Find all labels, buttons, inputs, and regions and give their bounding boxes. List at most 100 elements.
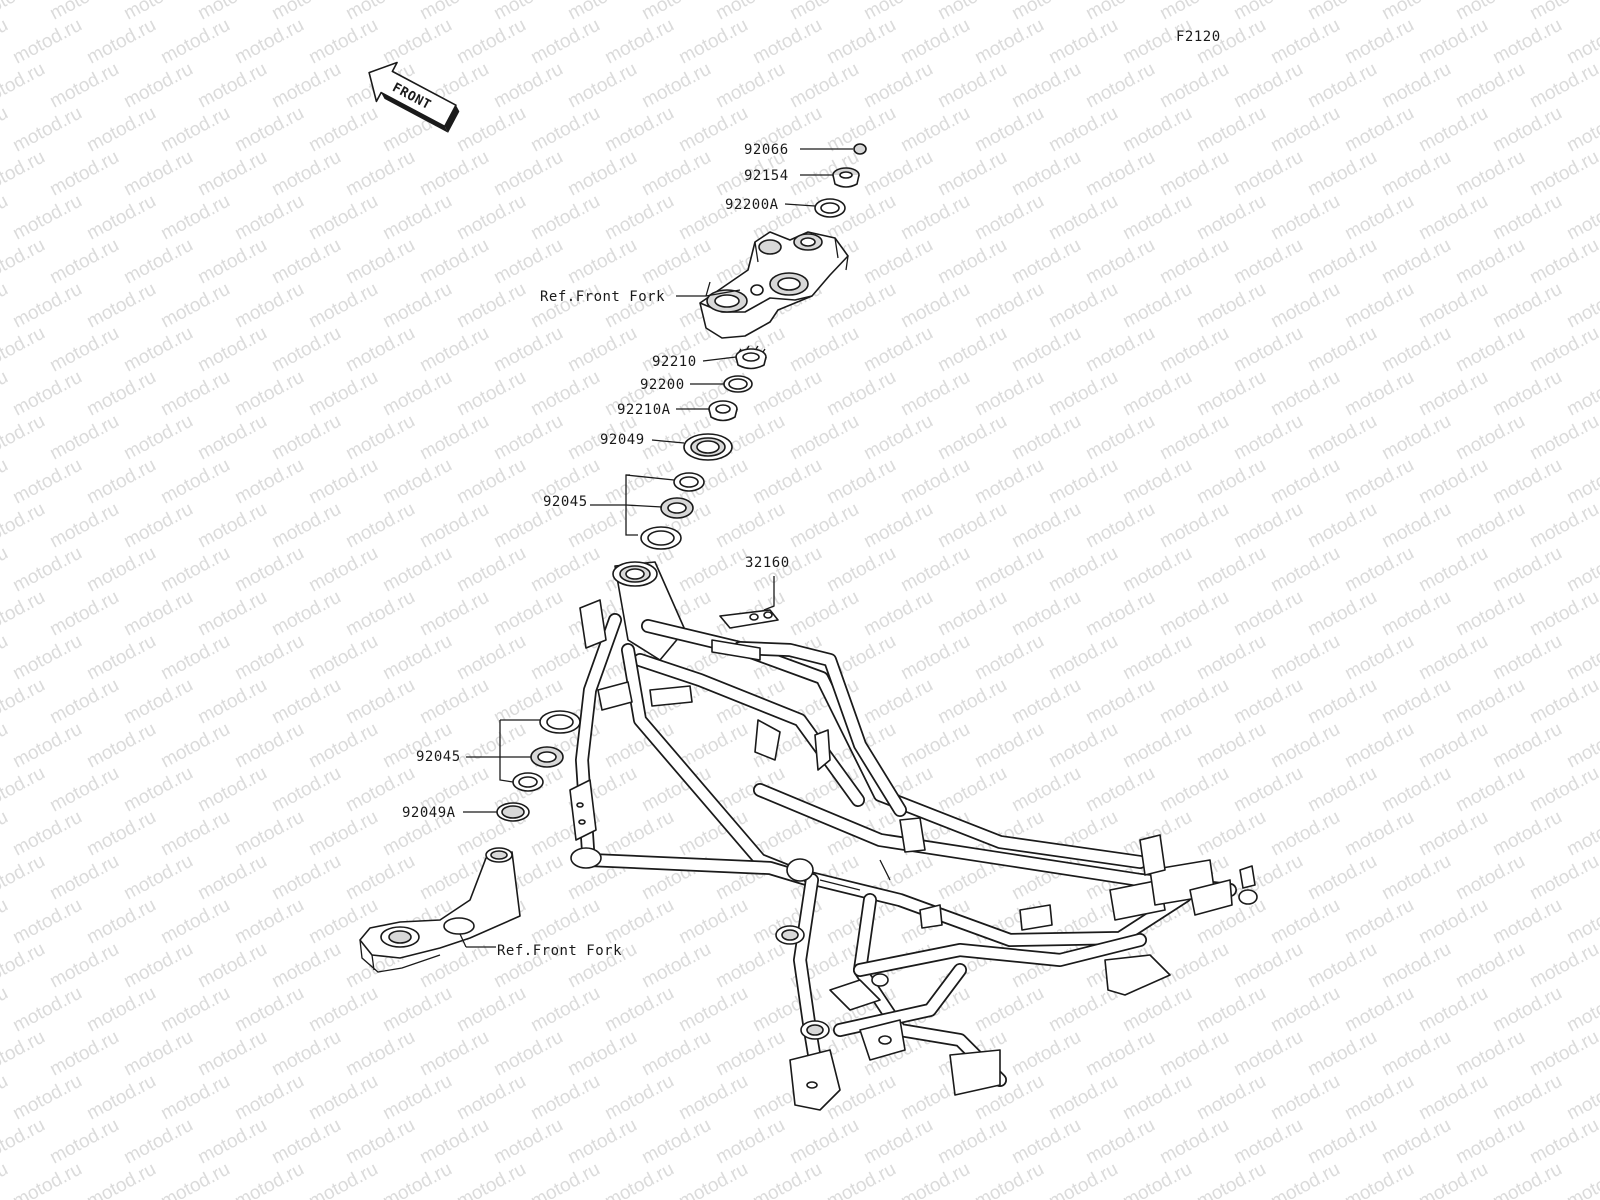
watermark-text: motod.ru [897, 631, 973, 685]
watermark-text: motod.ru [9, 279, 85, 333]
watermark-text: motod.ru [46, 323, 122, 377]
watermark-text: motod.ru [712, 499, 788, 553]
watermark-text: motod.ru [0, 895, 12, 949]
watermark-text: motod.ru [1119, 1159, 1195, 1200]
watermark-text: motod.ru [0, 807, 12, 861]
watermark-text: motod.ru [1193, 543, 1269, 597]
watermark-text: motod.ru [749, 15, 825, 69]
watermark-text: motod.ru [1304, 499, 1380, 553]
watermark-text: motod.ru [1267, 807, 1343, 861]
label-92049: 92049 [600, 432, 645, 448]
watermark-text: motod.ru [453, 455, 529, 509]
watermark-text: motod.ru [934, 499, 1010, 553]
watermark-text: motod.ru [305, 983, 381, 1037]
watermark-text: motod.ru [1563, 807, 1600, 861]
watermark-text: motod.ru [638, 59, 714, 113]
watermark-text: motod.ru [0, 0, 49, 24]
watermark-text: motod.ru [157, 191, 233, 245]
watermark-text: motod.ru [120, 587, 196, 641]
watermark-text: motod.ru [157, 103, 233, 157]
watermark-text: motod.ru [1563, 1071, 1600, 1125]
watermark-text: motod.ru [120, 851, 196, 905]
watermark-text: motod.ru [231, 103, 307, 157]
watermark-text: motod.ru [1119, 191, 1195, 245]
watermark-text: motod.ru [1267, 15, 1343, 69]
watermark-text: motod.ru [231, 719, 307, 773]
watermark-text: motod.ru [157, 367, 233, 421]
watermark-text: motod.ru [1341, 719, 1417, 773]
watermark-text: motod.ru [453, 631, 529, 685]
watermark-text: motod.ru [379, 367, 455, 421]
watermark-text: motod.ru [194, 1027, 270, 1081]
watermark-text: motod.ru [1193, 631, 1269, 685]
watermark-text: motod.ru [1304, 147, 1380, 201]
watermark-text: motod.ru [1230, 1115, 1306, 1169]
watermark-text: motod.ru [1008, 147, 1084, 201]
watermark-text: motod.ru [342, 1027, 418, 1081]
watermark-text: motod.ru [971, 279, 1047, 333]
watermark-text: motod.ru [1526, 675, 1600, 729]
label-92200: 92200 [640, 377, 685, 393]
watermark-text: motod.ru [0, 15, 12, 69]
watermark-text: motod.ru [786, 499, 862, 553]
watermark-text: motod.ru [1008, 59, 1084, 113]
watermark-text: motod.ru [1341, 191, 1417, 245]
watermark-text: motod.ru [823, 543, 899, 597]
watermark-text: motod.ru [0, 499, 49, 553]
watermark-text: motod.ru [1230, 939, 1306, 993]
watermark-text: motod.ru [1082, 59, 1158, 113]
watermark-text: motod.ru [971, 103, 1047, 157]
watermark-text: motod.ru [379, 1159, 455, 1200]
watermark-text: motod.ru [601, 279, 677, 333]
watermark-text: motod.ru [1489, 719, 1565, 773]
watermark-text: motod.ru [860, 499, 936, 553]
watermark-text: motod.ru [675, 15, 751, 69]
watermark-text: motod.ru [786, 323, 862, 377]
watermark-text: motod.ru [1378, 939, 1454, 993]
watermark-text: motod.ru [897, 455, 973, 509]
watermark-text: motod.ru [1415, 631, 1491, 685]
watermark-text: motod.ru [268, 587, 344, 641]
watermark-text: motod.ru [1045, 103, 1121, 157]
watermark-text: motod.ru [379, 279, 455, 333]
watermark-text: motod.ru [527, 279, 603, 333]
watermark-text: motod.ru [1082, 235, 1158, 289]
watermark-text: motod.ru [342, 147, 418, 201]
watermark-text: motod.ru [120, 499, 196, 553]
watermark-text: motod.ru [305, 367, 381, 421]
watermark-text: motod.ru [1008, 0, 1084, 24]
watermark-text: motod.ru [823, 15, 899, 69]
watermark-text: motod.ru [1341, 631, 1417, 685]
watermark-text: motod.ru [416, 323, 492, 377]
watermark-text: motod.ru [786, 411, 862, 465]
watermark-text: motod.ru [1489, 367, 1565, 421]
watermark-text: motod.ru [1193, 103, 1269, 157]
watermark-text: motod.ru [120, 0, 196, 24]
watermark-text: motod.ru [823, 1159, 899, 1200]
watermark-text: motod.ru [9, 1071, 85, 1125]
watermark-text: motod.ru [194, 235, 270, 289]
watermark-text: motod.ru [194, 323, 270, 377]
watermark-text: motod.ru [971, 367, 1047, 421]
watermark-text: motod.ru [0, 763, 49, 817]
watermark-text: motod.ru [490, 323, 566, 377]
watermark-text: motod.ru [1193, 191, 1269, 245]
watermark-text: motod.ru [1045, 543, 1121, 597]
watermark-text: motod.ru [1378, 323, 1454, 377]
watermark-text: motod.ru [1526, 235, 1600, 289]
watermark-text: motod.ru [601, 983, 677, 1037]
watermark-text: motod.ru [1415, 367, 1491, 421]
watermark-text: motod.ru [120, 1115, 196, 1169]
watermark-text: motod.ru [416, 1027, 492, 1081]
watermark-text: motod.ru [1304, 1027, 1380, 1081]
watermark-text: motod.ru [564, 0, 640, 24]
watermark-text: motod.ru [1563, 631, 1600, 685]
watermark-text: motod.ru [83, 455, 159, 509]
watermark-text: motod.ru [1267, 1159, 1343, 1200]
watermark-text: motod.ru [1452, 675, 1528, 729]
watermark-text: motod.ru [83, 631, 159, 685]
watermark-text: motod.ru [1082, 147, 1158, 201]
watermark-text: motod.ru [1526, 0, 1600, 24]
watermark-text: motod.ru [1415, 15, 1491, 69]
